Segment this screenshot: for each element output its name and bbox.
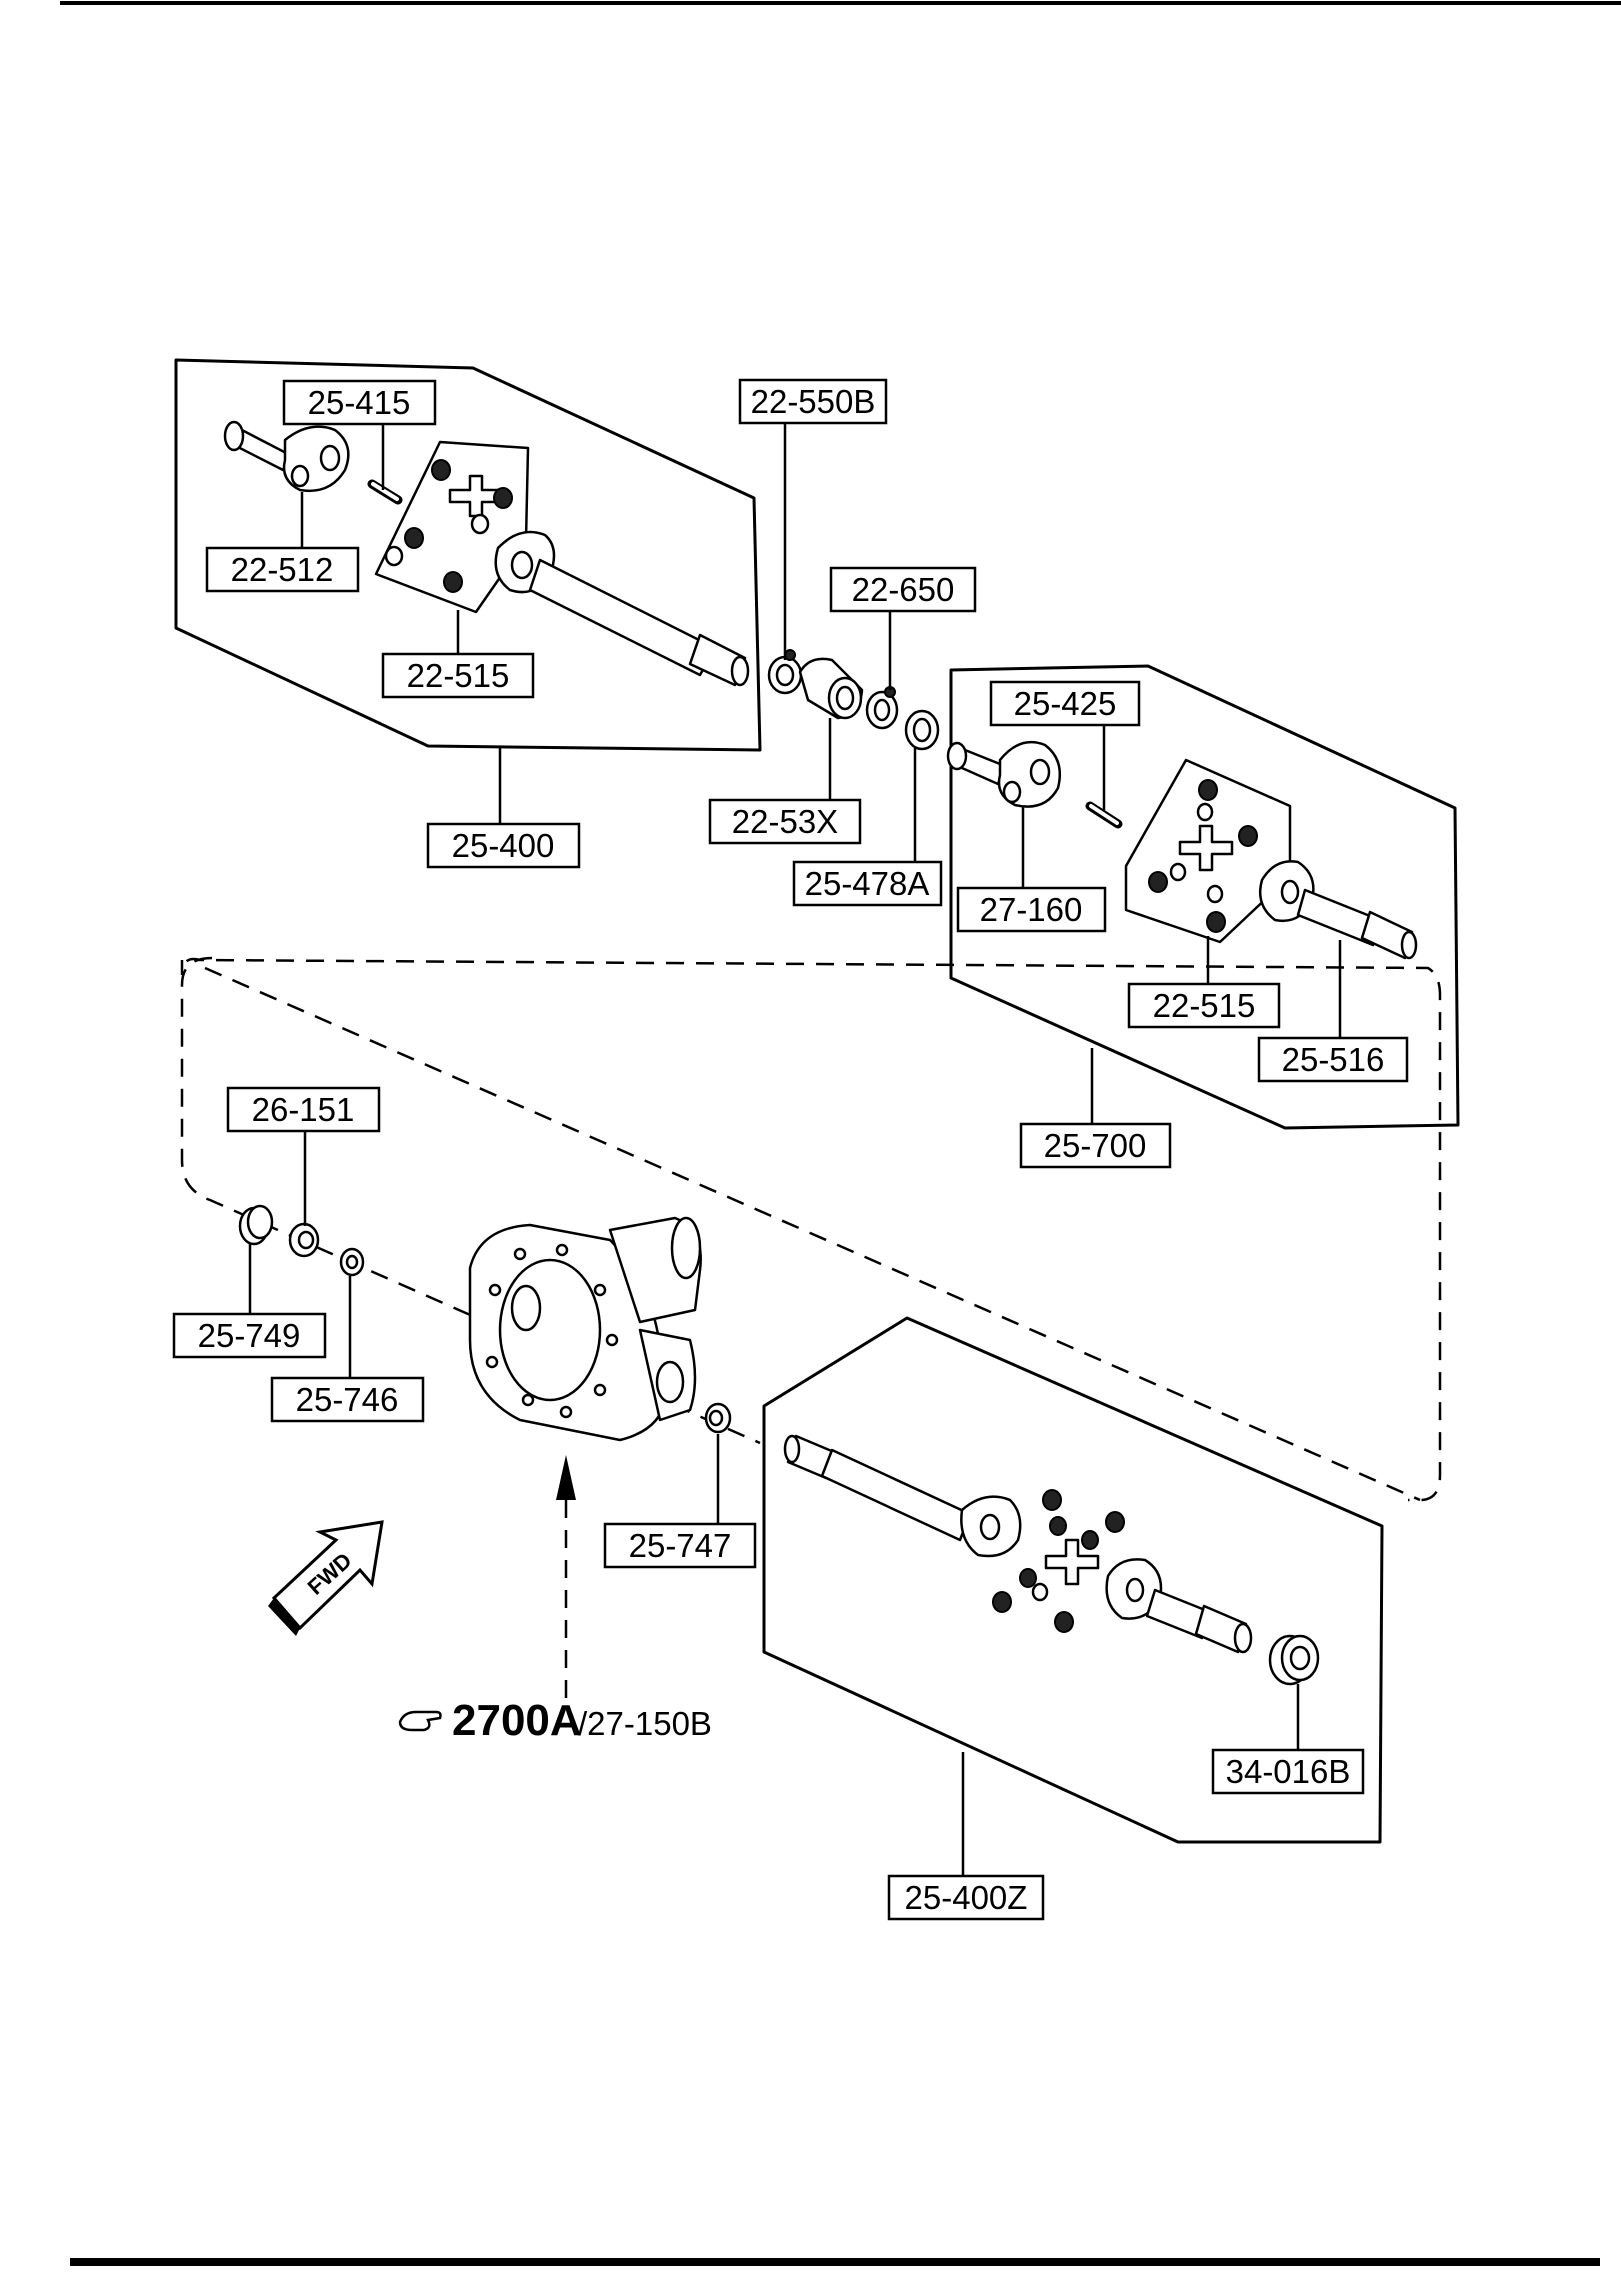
- svg-text:25-400Z: 25-400Z: [905, 1879, 1028, 1916]
- assembly-dashed-loop: [180, 956, 761, 1445]
- label-25-747: 25-747: [603, 1522, 757, 1569]
- group-outline-25-700: [949, 664, 1460, 1130]
- assembly-dashed-diag: [204, 966, 1421, 1502]
- reference-main: 2700A: [452, 1696, 582, 1745]
- label-27-160: 27-160: [956, 886, 1107, 933]
- label-26-151: 26-151: [226, 1086, 381, 1133]
- label-25-400: 25-400: [426, 822, 581, 869]
- yoke-flange-27-160-part: [946, 740, 1062, 808]
- svg-text:25-746: 25-746: [296, 1381, 399, 1418]
- assembly-dashed-outline: [180, 957, 1442, 1502]
- svg-text:22-550B: 22-550B: [751, 383, 876, 420]
- propeller-shaft-25-400-part: [494, 530, 750, 687]
- leader-lines: [248, 424, 1342, 1878]
- svg-text:34-016B: 34-016B: [1226, 1753, 1351, 1790]
- fwd-arrow-icon: FWD: [268, 1520, 384, 1636]
- clamp-22-650-part: [865, 686, 899, 730]
- slip-yoke-25-516-part: [1258, 860, 1418, 960]
- clamp-22-550B-part: [767, 649, 803, 695]
- seal-26-151-part: [288, 1222, 320, 1258]
- label-22-650: 22-650: [829, 566, 977, 613]
- svg-text:25-516: 25-516: [1282, 1041, 1385, 1078]
- svg-text:25-749: 25-749: [198, 1317, 301, 1354]
- svg-text:25-425: 25-425: [1014, 685, 1117, 722]
- label-25-415: 25-415: [282, 379, 437, 426]
- cross-reference[interactable]: 2700A /27-150B: [398, 1696, 712, 1745]
- svg-text:25-415: 25-415: [308, 384, 411, 421]
- reference-arrow-head: [556, 1455, 576, 1500]
- seal-34-016B-part: [1268, 1634, 1320, 1686]
- svg-text:22-512: 22-512: [231, 551, 334, 588]
- boot-22-53X-part: [798, 657, 864, 720]
- label-25-425: 25-425: [989, 680, 1141, 727]
- label-22-550B: 22-550B: [738, 378, 888, 425]
- group-outline-25-400Z: [762, 1316, 1384, 1844]
- label-22-515-b: 22-515: [1127, 982, 1281, 1029]
- svg-text:22-53X: 22-53X: [732, 803, 838, 840]
- label-25-478A: 25-478A: [792, 860, 943, 907]
- svg-text:27-160: 27-160: [980, 891, 1083, 928]
- pointing-hand-icon: [398, 1710, 442, 1732]
- reference-sub: /27-150B: [578, 1705, 712, 1742]
- label-25-746: 25-746: [270, 1376, 425, 1423]
- svg-text:22-515: 22-515: [1153, 987, 1256, 1024]
- svg-text:26-151: 26-151: [252, 1091, 355, 1128]
- svg-text:22-515: 22-515: [407, 657, 510, 694]
- label-22-53X: 22-53X: [708, 798, 862, 845]
- svg-text:25-747: 25-747: [629, 1527, 732, 1564]
- propeller-shaft-25-400Z-part: [783, 1434, 1022, 1558]
- label-34-016B: 34-016B: [1211, 1748, 1365, 1795]
- slip-yoke-25-400Z-part: [1105, 1558, 1253, 1654]
- label-25-749: 25-749: [172, 1312, 327, 1359]
- label-25-700: 25-700: [1019, 1122, 1172, 1169]
- spider-cross-a: [384, 459, 513, 593]
- yoke-shaft-22-512-part: [223, 420, 350, 493]
- label-22-512: 22-512: [205, 546, 360, 593]
- label-25-516: 25-516: [1257, 1036, 1409, 1083]
- seal-25-478A-part: [904, 709, 940, 751]
- spider-cross-b: [1148, 779, 1258, 933]
- ring-25-746-part: [339, 1247, 365, 1277]
- svg-text:22-650: 22-650: [852, 571, 955, 608]
- svg-text:25-700: 25-700: [1044, 1127, 1147, 1164]
- carrier-housing-part: [468, 1216, 702, 1442]
- label-22-515-a: 22-515: [381, 652, 535, 699]
- spider-cross-c: [992, 1489, 1125, 1633]
- ring-25-747-part: [704, 1402, 732, 1434]
- label-25-400Z: 25-400Z: [887, 1874, 1045, 1921]
- svg-text:25-478A: 25-478A: [805, 865, 930, 902]
- washer-25-749-part: [238, 1204, 274, 1246]
- svg-text:25-400: 25-400: [452, 827, 555, 864]
- group-outline-25-400: [174, 358, 762, 752]
